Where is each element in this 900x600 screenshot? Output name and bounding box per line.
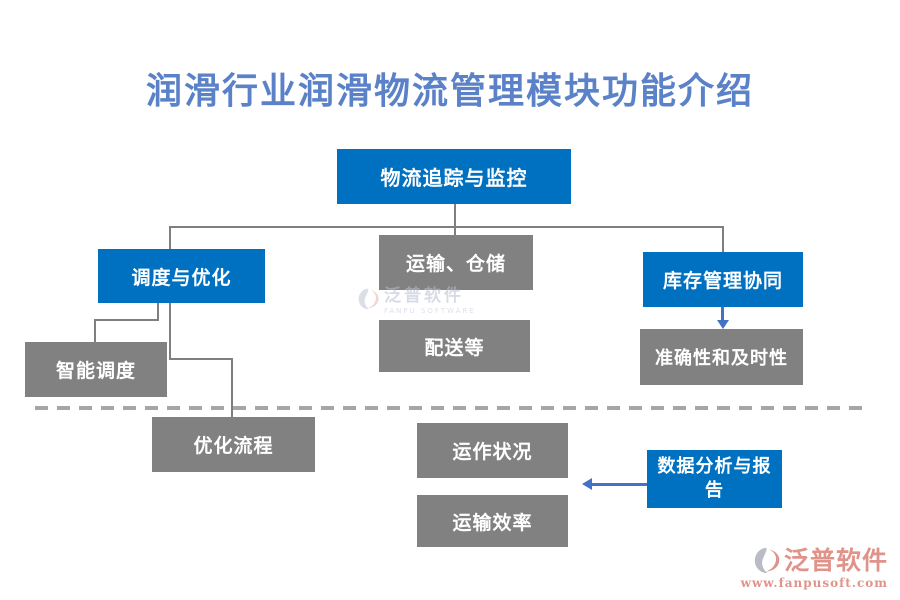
- watermark-corner: 泛普软件 www.fanpusoft.com: [741, 547, 888, 590]
- connector-optimize-h: [169, 358, 233, 360]
- node-data-analysis-report: 数据分析与报告: [647, 450, 782, 508]
- arrow-inventory-accuracy-shaft: [721, 307, 724, 322]
- node-inventory-collaboration: 库存管理协同: [643, 252, 803, 307]
- watermark-center-sub: FANPU SOFTWARE: [384, 307, 476, 315]
- watermark-corner-name: 泛普软件: [783, 546, 888, 575]
- arrow-left-icon: [582, 478, 592, 490]
- connector-optimize-v1: [169, 303, 171, 360]
- watermark-corner-url: www.fanpusoft.com: [740, 576, 888, 590]
- node-accuracy-timeliness: 准确性和及时性: [640, 329, 803, 385]
- watermark-center: 泛普软件 FANPU SOFTWARE: [358, 288, 476, 315]
- node-scheduling-optimization: 调度与优化: [98, 249, 265, 303]
- dashed-divider: [35, 406, 867, 410]
- connector-drop-inventory: [722, 226, 724, 252]
- node-logistics-tracking: 物流追踪与监控: [337, 149, 571, 204]
- connector-optimize-v2: [231, 358, 233, 417]
- connector-top-vertical: [454, 204, 456, 235]
- node-transport-efficiency: 运输效率: [417, 495, 568, 547]
- connector-horizontal-main: [169, 226, 724, 228]
- fanpu-logo-icon: [754, 547, 780, 574]
- arrow-down-icon: [717, 320, 729, 329]
- connector-drop-scheduling: [169, 226, 171, 249]
- fanpu-logo-icon: [358, 288, 379, 310]
- node-transport-warehousing: 运输、仓储: [379, 235, 533, 290]
- arrow-analysis-operation-shaft: [591, 483, 647, 486]
- node-optimize-process: 优化流程: [152, 417, 315, 472]
- node-operation-status: 运作状况: [417, 423, 568, 478]
- page-title: 润滑行业润滑物流管理模块功能介绍: [145, 70, 754, 112]
- node-delivery: 配送等: [379, 320, 530, 372]
- node-smart-dispatch: 智能调度: [25, 342, 167, 397]
- connector-smart-v1: [157, 303, 159, 321]
- connector-smart-h: [94, 319, 159, 321]
- connector-smart-v2: [94, 319, 96, 342]
- watermark-center-name: 泛普软件: [384, 286, 464, 306]
